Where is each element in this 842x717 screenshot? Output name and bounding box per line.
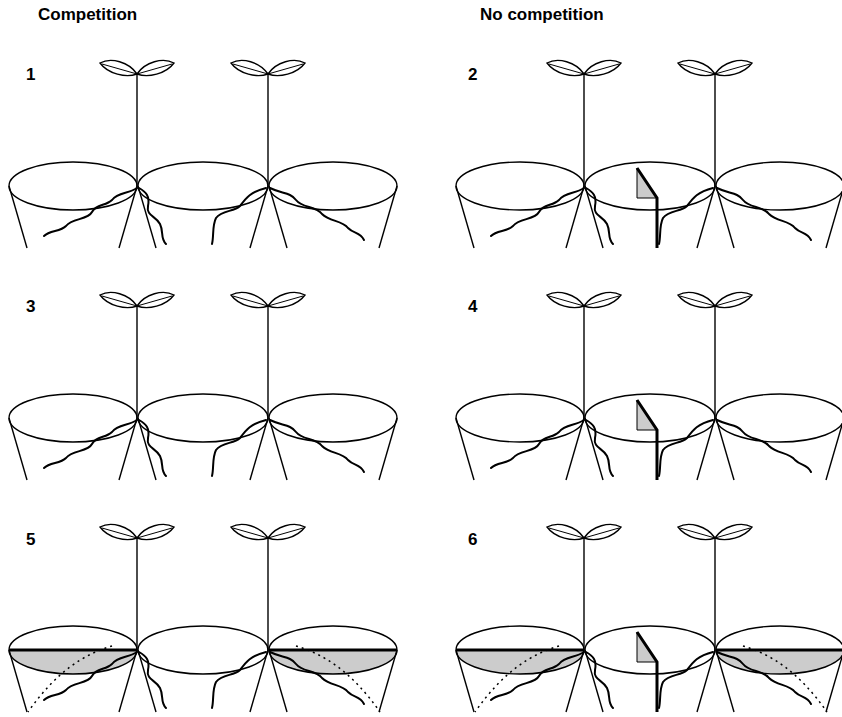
panel-4 xyxy=(456,292,842,480)
panel-number: 5 xyxy=(26,531,35,550)
panel-number: 3 xyxy=(26,298,35,317)
panel-6 xyxy=(456,524,842,712)
panel-number: 1 xyxy=(26,66,35,85)
column-heading: No competition xyxy=(480,6,604,25)
column-heading: Competition xyxy=(38,6,137,25)
panel-number: 6 xyxy=(468,531,477,550)
panel-1 xyxy=(9,60,397,248)
panel-5 xyxy=(9,524,397,712)
panel-number: 2 xyxy=(468,66,477,85)
panel-number: 4 xyxy=(468,298,477,317)
panel-2 xyxy=(456,60,842,248)
panel-3 xyxy=(9,292,397,480)
